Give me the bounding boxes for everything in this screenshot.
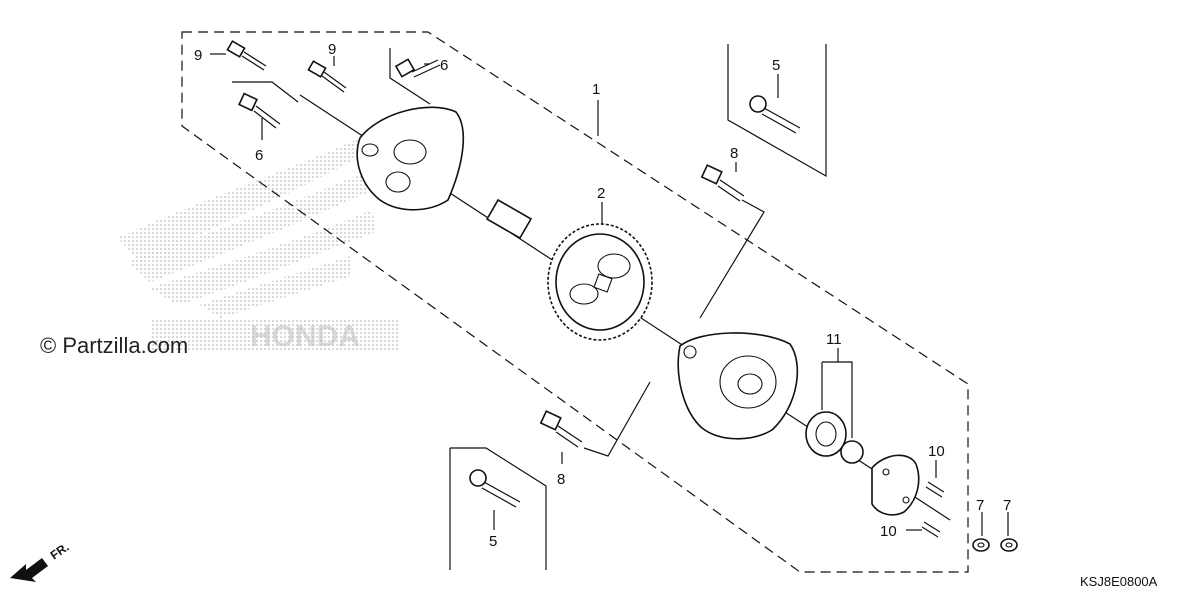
callout-5-top: 5 <box>772 57 780 74</box>
inset-frame-bolt-6-left <box>232 81 299 103</box>
callout-8-bottom: 8 <box>557 471 565 488</box>
oil-pump-cover <box>871 454 920 516</box>
bolt-10-top <box>925 481 945 498</box>
oil-pump-body <box>356 106 465 211</box>
assembly-frame <box>181 31 969 573</box>
callout-7-left: 7 <box>976 497 984 514</box>
front-direction-label: FR. <box>48 540 72 563</box>
brand-watermark: HONDA <box>250 320 360 353</box>
callout-9-right: 9 <box>328 41 336 58</box>
bolt-9-left <box>226 40 267 71</box>
callout-1: 1 <box>592 81 600 98</box>
callout-2: 2 <box>597 185 605 202</box>
callout-7-right: 7 <box>1003 497 1011 514</box>
bolt-6-left <box>238 92 281 129</box>
front-direction-arrow-icon <box>10 558 48 582</box>
bolt-5-top <box>749 95 801 134</box>
callout-8-top: 8 <box>730 145 738 162</box>
callout-5-bottom: 5 <box>489 533 497 550</box>
callout-11: 11 <box>826 331 842 348</box>
copyright-watermark: © Partzilla.com <box>40 333 188 358</box>
callout-6-top: 6 <box>440 57 448 74</box>
diagram-code: KSJ8E0800A <box>1080 574 1158 589</box>
pump-shaft-pin <box>485 198 533 240</box>
bolt-9-right <box>307 60 347 93</box>
washer-7-right <box>1000 538 1018 552</box>
honda-wing-watermark <box>118 138 400 352</box>
bolt-8-top <box>700 164 745 202</box>
callout-10-top: 10 <box>928 443 945 460</box>
callout-9-left: 9 <box>194 47 202 64</box>
inset-frame-bolt-5-bottom <box>449 447 547 570</box>
bolt-8-bottom <box>539 410 583 448</box>
bolt-10-bottom <box>921 521 941 538</box>
callout-10-bottom: 10 <box>880 523 897 540</box>
callout-6-left: 6 <box>255 147 263 164</box>
bolt-5-bottom <box>469 469 521 508</box>
oil-pump-driven-gear <box>547 223 653 341</box>
oil-pump-rotor-housing <box>677 332 799 440</box>
inset-frame-bolt-5-top <box>727 44 827 178</box>
inset-frame-bolt-6-top <box>389 48 431 105</box>
oil-pump-rotor-set <box>805 411 864 464</box>
washer-7-left <box>972 538 990 552</box>
leader-lines <box>210 53 1009 536</box>
bolt-6-top <box>394 58 441 78</box>
